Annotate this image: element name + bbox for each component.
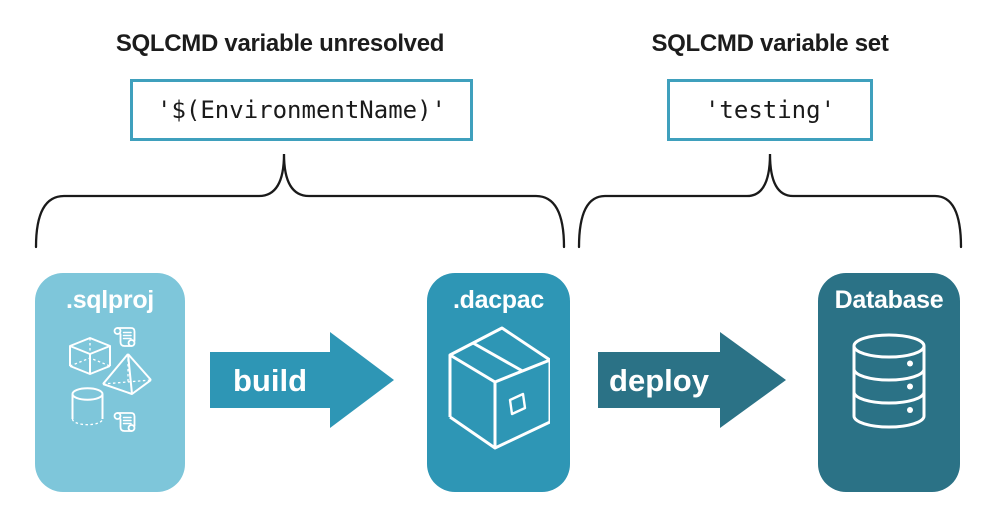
cylinder-icon [71, 387, 104, 426]
database-icon [852, 333, 926, 429]
cube-icon [69, 337, 111, 375]
scroll-icon [113, 412, 136, 432]
deploy-arrow-label: deploy [609, 363, 709, 398]
code-text-testing: 'testing' [704, 96, 836, 124]
pyramid-icon [102, 353, 152, 395]
heading-variable-unresolved: SQLCMD variable unresolved [115, 30, 445, 57]
package-icon [448, 326, 550, 450]
code-box-environment-name: '$(EnvironmentName)' [130, 79, 473, 141]
node-sqlproj-label: .sqlproj [66, 286, 154, 314]
node-database-label: Database [834, 286, 944, 314]
heading-variable-set: SQLCMD variable set [651, 30, 889, 57]
build-arrow-label: build [232, 363, 308, 398]
build-arrow [210, 332, 394, 428]
node-dacpac: .dacpac [427, 273, 570, 492]
code-box-testing: 'testing' [667, 79, 873, 141]
scroll-icon [113, 327, 136, 347]
brace-right-group [577, 153, 963, 249]
node-sqlproj: .sqlproj [35, 273, 185, 492]
node-dacpac-label: .dacpac [452, 286, 544, 314]
deploy-arrow [598, 332, 786, 428]
node-database: Database [818, 273, 960, 492]
code-text-environment-name: '$(EnvironmentName)' [157, 96, 446, 124]
brace-left-group [34, 153, 566, 249]
